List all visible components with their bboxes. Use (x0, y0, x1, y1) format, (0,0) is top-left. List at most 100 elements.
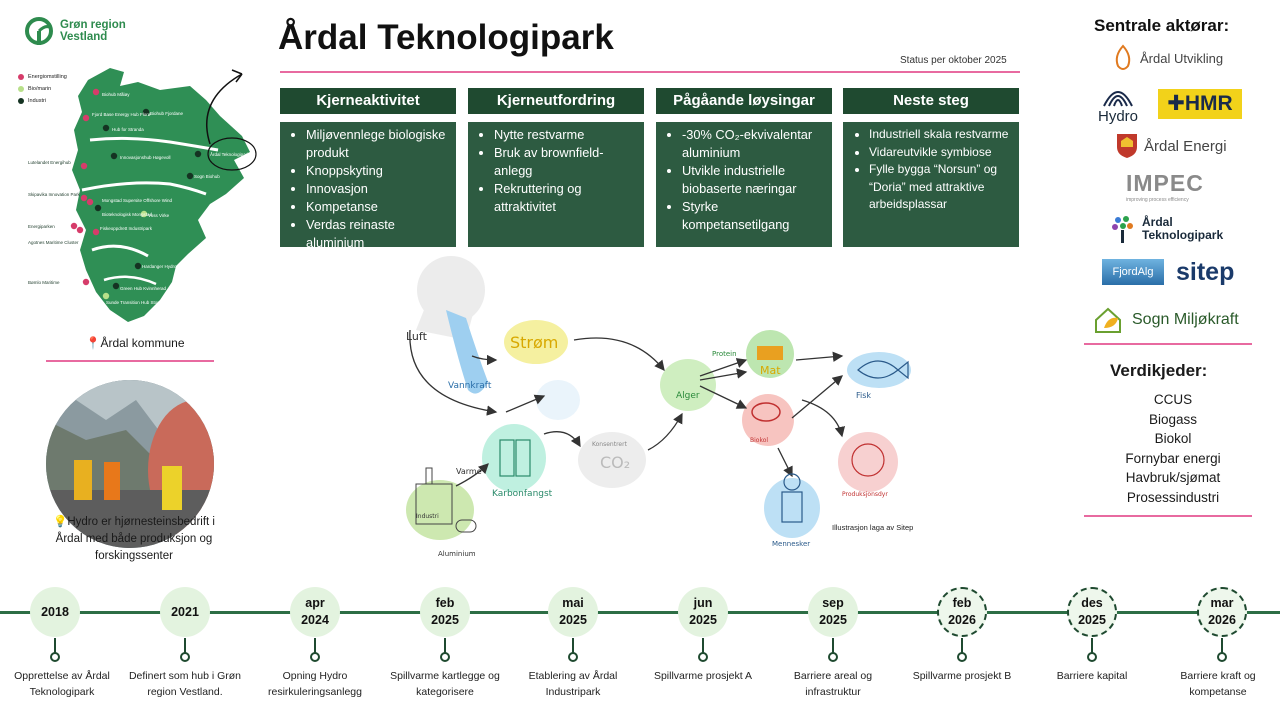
timeline-milestone-date: feb 2026 (937, 587, 987, 637)
carbon-capture-icon (499, 439, 515, 477)
hmr-cross-icon: ✚ (1167, 92, 1185, 115)
vestland-map: Biohub Måløy Fjord Base Energy Hub Florø… (28, 68, 257, 322)
page-title: Årdal Teknologipark (278, 18, 614, 57)
timeline-stem (54, 638, 56, 654)
photo-caption-text: Hydro er hjørnesteinsbedrift i Årdal med… (55, 516, 215, 562)
timeline-dot (698, 652, 708, 662)
symbiosis-diagram: Luft Vannkraft Strøm Industri Aluminium … (406, 256, 911, 558)
actor-sitep: sitep (1176, 258, 1234, 287)
actors-title: Sentrale aktørar: (1094, 16, 1230, 35)
milestone-date-bottom: 2025 (689, 613, 717, 627)
actor-hydro: Hydro (1098, 84, 1138, 125)
timeline-dot (828, 652, 838, 662)
map-place-label: Skipavika Innovation Park (28, 192, 81, 197)
timeline-stem (702, 638, 704, 654)
timeline-stem (184, 638, 186, 654)
col-item: Utvikle industrielle biobaserte næringar (682, 162, 824, 198)
map-place-label: Sunde Transition Hub Stord (106, 300, 162, 305)
diagram-label-karbonfangst: Karbonfangst (492, 489, 553, 499)
actor-hmr: ✚HMR (1158, 89, 1242, 119)
diagram-label-co2: CO₂ (600, 453, 630, 472)
timeline-dot (568, 652, 578, 662)
actor-name: HMR (1184, 92, 1233, 115)
map-place-label: Green Hub Kvinnherad (120, 286, 167, 291)
col-item: Knoppskyting (306, 162, 448, 180)
leaf-logo-icon (25, 17, 53, 45)
milestone-date-top: jun (693, 596, 713, 610)
milestone-date-bottom: 2026 (1208, 613, 1236, 627)
actor-ardal-utvikling: Årdal Utvikling (1112, 44, 1223, 72)
col-item: Kompetanse (306, 198, 448, 216)
map-place-label: Voss Virke (148, 213, 170, 218)
map-place-label: Agotnes Maritime Cluster (28, 240, 79, 245)
timeline-stem (1221, 638, 1223, 654)
timeline-stem (1091, 638, 1093, 654)
fish-icon (857, 360, 909, 380)
map-place-label: Lutelandet Energihub (28, 160, 71, 165)
milestone-date-top: 2021 (171, 604, 199, 619)
col-body-kjerneaktivitet: Miljøvennlege biologiske produkt Knoppsk… (280, 122, 456, 250)
timeline-dot (440, 652, 450, 662)
timeline-dot (180, 652, 190, 662)
lightbulb-icon: 💡 (53, 516, 68, 528)
diagram-label-aluminium: Aluminium (438, 550, 476, 558)
map-place-label: Energiparken (28, 224, 55, 229)
actor-fjordalg: FjordAlg (1102, 259, 1164, 285)
legend-label: Bio/marin (28, 86, 52, 92)
timeline-milestone-text: Spillvarme prosjekt A (653, 670, 753, 682)
milestone-date-top: mar (1210, 596, 1234, 610)
milestone-date-bottom: 2025 (559, 613, 587, 627)
milestone-date-top: mai (562, 596, 584, 610)
map-place-label: Sogn Biohub (194, 174, 220, 179)
actor-name: sitep (1176, 258, 1235, 286)
logo-text: Grøn region Vestland (60, 19, 126, 43)
actor-name: IMPEC (1126, 170, 1204, 196)
legend-dot (18, 98, 24, 104)
legend-item: Industri (18, 98, 67, 104)
milestone-date-top: des (1081, 596, 1103, 610)
col-body-neste-steg: Industriell skala restvarme Vidareutvikl… (843, 122, 1019, 247)
milestone-date-top: apr (305, 596, 325, 610)
col-heading-neste-steg: Neste steg (843, 88, 1019, 114)
timeline-stem (314, 638, 316, 654)
milestone-date-top: feb (952, 596, 972, 610)
col-body-pagaande-losingar: -30% CO₂-ekvivalentar aluminium Utvikle … (656, 122, 832, 247)
aluminium-roll-icon (455, 519, 477, 533)
milestone-date-bottom: 2024 (301, 613, 329, 627)
milestone-date-bottom: 2026 (948, 613, 976, 627)
col-heading-pagaande-losingar: Pågåande løysingar (656, 88, 832, 114)
house-leaf-icon (1095, 307, 1121, 333)
map-place-label: Bioteknologisk Mongstad (102, 212, 153, 217)
map-legend: Energiomstilling Bio/marin Industri (18, 74, 67, 110)
tree-logo-icon (1112, 216, 1133, 243)
map-place-label: Mongstad Supersite Offshore Wind (102, 198, 172, 203)
actor-name: Årdal Utvikling (1140, 50, 1224, 66)
timeline-milestone-date: jun 2025 (678, 587, 728, 637)
biochar-icon (751, 402, 781, 422)
legend-dot (18, 74, 24, 80)
diagram-label-industri: Industri (416, 513, 439, 520)
person-icon (783, 473, 801, 491)
timeline-stem (444, 638, 446, 654)
ardal-highlight-ring (207, 137, 257, 171)
timeline-milestone-text: Barriere kapital (1056, 670, 1128, 682)
col-item: Styrke kompetansetilgang (682, 198, 824, 234)
factory-icon (415, 483, 453, 525)
actor-impec: IMPEC improving process efficiency (1126, 170, 1210, 203)
timeline-milestone-text: Opprettelse av Årdal Teknologipark (14, 670, 110, 698)
map-divider (46, 360, 214, 362)
milestone-date-top: feb (435, 596, 455, 610)
col-heading-kjerneaktivitet: Kjerneaktivitet (280, 88, 456, 114)
kommune-text: Årdal kommune (100, 336, 185, 350)
verdikjede-item: CCUS (1153, 392, 1193, 407)
map-place-label: Bømlo Maritime (28, 280, 60, 285)
col-item: Rekruttering og attraktivitet (494, 180, 636, 216)
col-item: Verdas reinaste aluminium (306, 216, 448, 252)
pig-icon (851, 443, 885, 477)
timeline-axis (0, 611, 1280, 614)
milestone-date-top: 2018 (41, 604, 69, 619)
diagram-label-mennesker: Mennesker (772, 540, 810, 548)
timeline-stem (961, 638, 963, 654)
